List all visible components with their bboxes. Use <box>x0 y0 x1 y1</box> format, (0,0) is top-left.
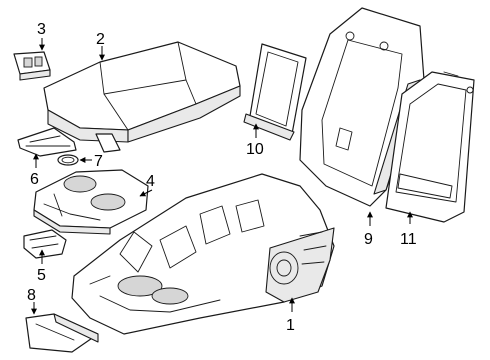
part-6-bracket <box>17 127 77 157</box>
callout-8: 8 <box>27 287 36 304</box>
part-7-ring <box>57 154 79 166</box>
callout-4: 4 <box>146 173 155 190</box>
part-4-cup-holder <box>33 169 149 235</box>
leader-4 <box>139 189 153 197</box>
callout-6: 6 <box>30 171 39 188</box>
callout-7: 7 <box>94 153 103 170</box>
callout-3: 3 <box>37 21 46 38</box>
callout-labels: 1 2 3 4 5 6 7 8 9 10 11 <box>27 21 417 334</box>
callout-11: 11 <box>400 231 417 248</box>
callout-9: 9 <box>364 231 373 248</box>
part-5-clip <box>23 229 67 259</box>
callout-10: 10 <box>246 141 264 158</box>
part-11-side-panel <box>385 71 475 223</box>
part-3-latch <box>13 51 51 81</box>
part-8-trim <box>25 313 99 353</box>
part-2-armrest-lid <box>43 41 241 153</box>
callout-2: 2 <box>96 31 105 48</box>
leader-lines <box>31 38 413 315</box>
part-10-hinge-frame <box>243 43 307 141</box>
callout-5: 5 <box>37 267 46 284</box>
callout-1: 1 <box>286 317 295 334</box>
part-1-console-base <box>71 173 335 335</box>
